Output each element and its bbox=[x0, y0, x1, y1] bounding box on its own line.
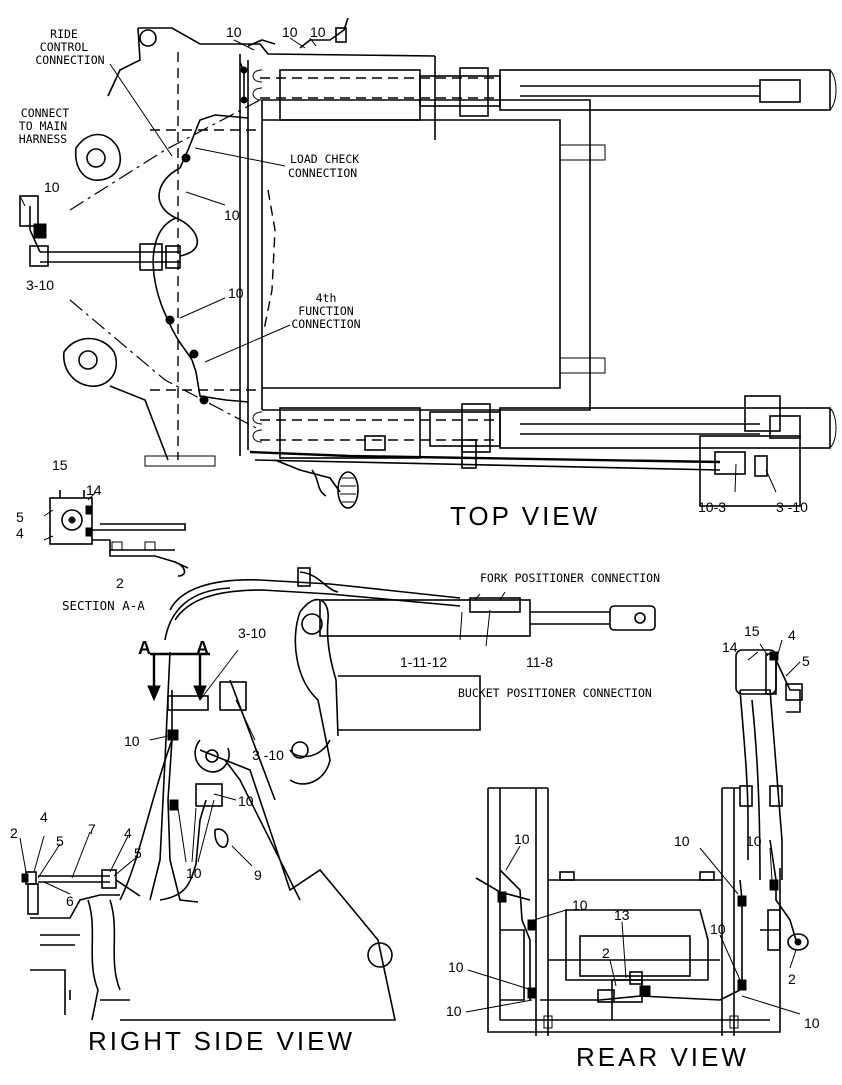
part-number: 2 bbox=[788, 971, 796, 987]
part-numbers-side: 1-11-12 11-8 3-10 3 -10 10 10 10 9 2 4 5… bbox=[10, 625, 553, 909]
part-number: 10 bbox=[448, 959, 464, 975]
part-number: 10 bbox=[674, 833, 690, 849]
part-number: 15 bbox=[744, 623, 760, 639]
main-harness-label: HARNESS bbox=[19, 132, 68, 146]
part-number: 10-3 bbox=[698, 499, 726, 515]
part-number: 10 bbox=[186, 865, 202, 881]
part-number: 10 bbox=[226, 24, 242, 40]
main-harness-label: CONNECT bbox=[21, 106, 70, 120]
right-side-view-title: RIGHT SIDE VIEW bbox=[88, 1026, 355, 1056]
ride-control-label: CONTROL bbox=[40, 40, 89, 54]
rear-view bbox=[465, 639, 809, 1036]
part-number: 10 bbox=[446, 1003, 462, 1019]
part-numbers-top: 10 10 10 10 10 3-10 10 10-3 3 -10 bbox=[26, 24, 808, 515]
part-number: 10 bbox=[746, 833, 762, 849]
part-number: 14 bbox=[86, 482, 102, 498]
part-number: 10 bbox=[572, 897, 588, 913]
part-number: 4 bbox=[788, 627, 796, 643]
part-number: 5 bbox=[802, 653, 810, 669]
ride-control-label: RIDE bbox=[50, 27, 78, 41]
load-check-label: CONNECTION bbox=[288, 166, 357, 180]
section-mark-right: A bbox=[196, 638, 209, 658]
view-titles: TOP VIEW RIGHT SIDE VIEW REAR VIEW SECTI… bbox=[62, 501, 749, 1072]
part-number: 10 bbox=[44, 179, 60, 195]
part-number: 10 bbox=[514, 831, 530, 847]
part-number: 6 bbox=[66, 893, 74, 909]
top-view-title: TOP VIEW bbox=[450, 501, 600, 531]
fork-positioner-label: FORK POSITIONER CONNECTION bbox=[480, 571, 660, 585]
part-number: 4 bbox=[40, 809, 48, 825]
part-number: 4 bbox=[124, 825, 132, 841]
part-number: 3-10 bbox=[238, 625, 266, 641]
part-number: 10 bbox=[710, 921, 726, 937]
callout-labels: RIDE CONTROL CONNECTION CONNECT TO MAIN … bbox=[19, 27, 660, 700]
part-number: 7 bbox=[88, 821, 96, 837]
part-numbers-section: 15 14 5 4 2 bbox=[16, 457, 124, 591]
part-number: 11-8 bbox=[526, 654, 553, 670]
part-number: 10 bbox=[238, 793, 254, 809]
part-number: 2 bbox=[602, 945, 610, 961]
bucket-positioner-label: BUCKET POSITIONER CONNECTION bbox=[458, 686, 652, 700]
part-number: 5 bbox=[16, 509, 24, 525]
top-view bbox=[19, 17, 837, 509]
part-number: 9 bbox=[254, 867, 262, 883]
part-number: 5 bbox=[134, 845, 142, 861]
main-harness-label: TO MAIN bbox=[19, 119, 68, 133]
part-number: 10 bbox=[804, 1015, 820, 1031]
part-numbers-rear: 15 4 14 5 10 10 10 10 13 2 10 10 10 2 10 bbox=[446, 623, 820, 1031]
section-a-a bbox=[43, 490, 189, 577]
part-number: 3 -10 bbox=[252, 747, 284, 763]
right-side-view bbox=[19, 567, 656, 1021]
part-number: 10 bbox=[310, 24, 326, 40]
part-number: 1-11-12 bbox=[400, 654, 447, 670]
section-a-a-title: SECTION A-A bbox=[62, 598, 145, 613]
part-number: 2 bbox=[10, 825, 18, 841]
part-number: 10 bbox=[124, 733, 140, 749]
ride-control-label: CONNECTION bbox=[35, 53, 104, 67]
part-number: 10 bbox=[224, 207, 240, 223]
load-check-label: LOAD CHECK bbox=[290, 152, 359, 166]
fourth-function-label: CONNECTION bbox=[291, 317, 360, 331]
part-number: 14 bbox=[722, 639, 738, 655]
part-number: 10 bbox=[228, 285, 244, 301]
part-number: 13 bbox=[614, 907, 630, 923]
part-number: 5 bbox=[56, 833, 64, 849]
part-number: 3-10 bbox=[26, 277, 54, 293]
part-number: 2 bbox=[116, 575, 124, 591]
part-number: 3 -10 bbox=[776, 499, 808, 515]
rear-view-title: REAR VIEW bbox=[576, 1042, 749, 1072]
part-number: 10 bbox=[282, 24, 298, 40]
section-mark-left: A bbox=[138, 638, 151, 658]
part-number: 15 bbox=[52, 457, 68, 473]
fourth-function-label: 4th bbox=[316, 291, 337, 305]
part-number: 4 bbox=[16, 525, 24, 541]
fourth-function-label: FUNCTION bbox=[298, 304, 353, 318]
